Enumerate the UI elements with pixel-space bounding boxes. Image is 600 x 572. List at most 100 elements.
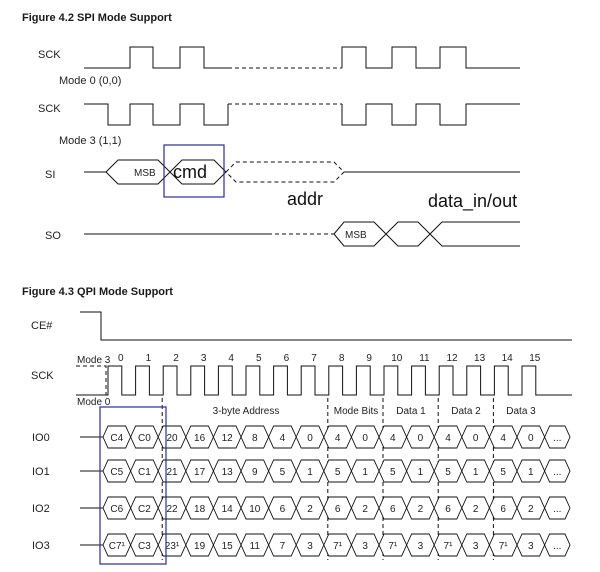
clock-number: 11	[419, 353, 430, 364]
sck-mode3-wave-2	[341, 103, 520, 126]
figure-4-3-title: Figure 4.3 QPI Mode Support	[22, 286, 173, 298]
io-cell-label: C3	[138, 541, 151, 552]
io-cell-label: 4	[390, 433, 396, 444]
io-row-label: IO3	[32, 540, 50, 552]
io-cell-label: 1	[473, 467, 479, 478]
io-cell-label: 10	[249, 504, 261, 515]
io-cell-label: 6	[445, 504, 451, 515]
io-cell-label: C7¹	[109, 541, 126, 552]
clock-number: 8	[339, 353, 345, 364]
clock-number: 0	[118, 353, 124, 364]
io-cell-label: 6	[280, 504, 286, 515]
clock-number: 15	[529, 353, 541, 364]
io-cell-label: 12	[222, 433, 234, 444]
io-cell-label: C2	[138, 504, 151, 515]
io-cell-label: 14	[222, 504, 234, 515]
io-cell-label: 7	[280, 541, 286, 552]
io-cell-label: 2	[528, 504, 534, 515]
io-cell-label: 0	[362, 433, 368, 444]
group-label-data2: Data 2	[451, 406, 481, 417]
io-cell-label: 3	[307, 541, 313, 552]
sck-mode0-wave-2	[341, 46, 520, 69]
io-cell-label: 0	[307, 433, 313, 444]
io-cell-label: 0	[418, 433, 424, 444]
io-cell-label: 3	[418, 541, 424, 552]
io-cell-label: 4	[500, 433, 506, 444]
clock-number: 5	[256, 353, 262, 364]
io-cell-label: 18	[194, 504, 206, 515]
io-cell	[544, 533, 571, 557]
group-label-mode-bits: Mode Bits	[334, 406, 378, 417]
cmd-label: cmd	[173, 162, 207, 182]
clock-number: 4	[228, 353, 234, 364]
clock-number: 9	[366, 353, 372, 364]
io-cell-label: C6	[110, 504, 123, 515]
addr-label: addr	[287, 189, 323, 209]
io-cell-label: ...	[553, 467, 561, 478]
io-cell-label: 8	[252, 433, 258, 444]
so-label: SO	[45, 230, 61, 242]
io-cell-label: 5	[280, 467, 286, 478]
figure-4-2-title: Figure 4.2 SPI Mode Support	[22, 12, 172, 24]
io-cell-label: 11	[250, 541, 261, 552]
clock-number: 6	[284, 353, 290, 364]
qpi-sck-label: SCK	[31, 370, 54, 382]
io-cell-label: ...	[553, 541, 561, 552]
qpi-sck-wave	[76, 365, 572, 396]
so-msb-label: MSB	[345, 230, 367, 241]
qpi-mode0-label: Mode 0	[77, 397, 111, 408]
io-cell-label: 2	[473, 504, 479, 515]
io-cell-label: 17	[194, 467, 206, 478]
io-cell-label: 20	[166, 433, 178, 444]
io-cell-label: 5	[390, 467, 396, 478]
clock-number: 1	[146, 353, 152, 364]
io-cell-label: 15	[222, 541, 234, 552]
io-cell-label: 4	[335, 433, 341, 444]
io-cell-label: 0	[528, 433, 534, 444]
io-cell-label: 6	[390, 504, 396, 515]
io-cell-label: 6	[335, 504, 341, 515]
qpi-mode3-label: Mode 3	[77, 355, 111, 366]
io-cell-label: C5	[110, 467, 123, 478]
mode3-label: Mode 3 (1,1)	[59, 135, 121, 147]
group-label-address: 3-byte Address	[213, 406, 280, 417]
io-cell-label: 13	[222, 467, 234, 478]
command-highlight-box	[99, 406, 167, 565]
io-cell-label: 2	[418, 504, 424, 515]
io-cell-label: 4	[280, 433, 286, 444]
sck-label-mode3: SCK	[38, 103, 61, 115]
io-cell-label: 3	[528, 541, 534, 552]
io-cell-label: 5	[445, 467, 451, 478]
clock-number: 2	[173, 353, 179, 364]
ce-label: CE#	[31, 320, 53, 332]
io-row-label: IO1	[32, 466, 50, 478]
sck-label-mode0: SCK	[38, 49, 61, 61]
si-label: SI	[45, 169, 55, 181]
si-dashed	[225, 161, 345, 183]
io-cell-label: 5	[500, 467, 506, 478]
clock-number: 7	[311, 353, 317, 364]
io-cell-label: 1	[307, 467, 313, 478]
so-wave	[333, 221, 520, 247]
io-cell	[544, 496, 571, 520]
io-cell-label: ...	[553, 433, 561, 444]
cmd-highlight-box	[163, 144, 225, 198]
io-cell-label: 9	[252, 467, 258, 478]
clock-number: 10	[391, 353, 403, 364]
io-cell-label: 1	[528, 467, 534, 478]
clock-number: 3	[201, 353, 207, 364]
io-cell-label: C1	[138, 467, 151, 478]
sck-mode0-wave	[84, 46, 228, 69]
group-label-data1: Data 1	[396, 406, 426, 417]
io-cell-label: 6	[500, 504, 506, 515]
si-msb-label: MSB	[134, 168, 156, 179]
mode0-label: Mode 0 (0,0)	[59, 75, 121, 87]
io-cell-label: 3	[362, 541, 368, 552]
io-cell	[544, 459, 571, 483]
